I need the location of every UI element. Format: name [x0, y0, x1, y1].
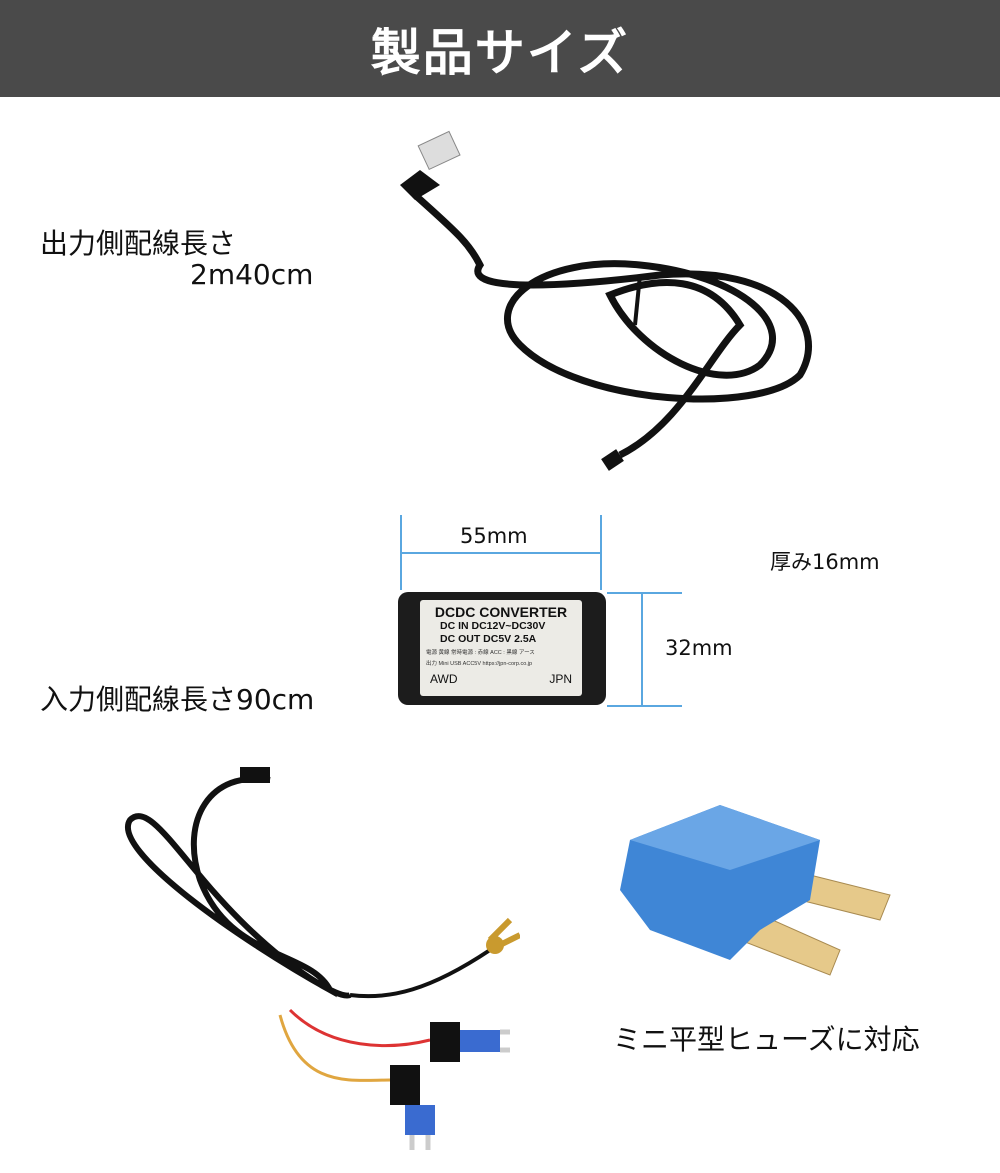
jpn-logo: JPN [549, 672, 572, 686]
converter-image: DCDC CONVERTER DC IN DC12V~DC30V DC OUT … [398, 592, 606, 705]
input-cable-image [125, 767, 520, 1150]
page-title: 製品サイズ [370, 23, 630, 82]
height-dimension-line [641, 592, 643, 705]
plate-dc-in: DC IN DC12V~DC30V [440, 620, 546, 632]
mini-fuse-image [620, 805, 891, 976]
output-cable-image [400, 130, 812, 471]
plate-dc-out: DC OUT DC5V 2.5A [440, 633, 537, 645]
height-label: 32mm [665, 636, 733, 660]
output-cable-label: 出力側配線長さ [40, 227, 237, 260]
header-banner: 製品サイズ [0, 0, 1000, 97]
fuse-label: ミニ平型ヒューズに対応 [613, 1023, 920, 1056]
width-label: 55mm [460, 524, 528, 548]
input-cable-label: 入力側配線長さ90cm [40, 683, 315, 716]
awd-logo: AWD [430, 672, 458, 686]
output-cable-length: 2m40cm [190, 258, 314, 291]
plate-title: DCDC CONVERTER [434, 604, 568, 620]
thickness-label: 厚み16mm [770, 550, 880, 574]
width-dimension-right [600, 515, 602, 590]
height-dimension-bottom [607, 705, 682, 707]
width-dimension-line [400, 552, 600, 554]
height-dimension-top [607, 592, 682, 594]
converter-label-plate: DCDC CONVERTER DC IN DC12V~DC30V DC OUT … [420, 600, 582, 696]
plate-output-info: 出力 Mini USB ACC5V https://jpn-corp.co.jp [426, 661, 533, 667]
plate-wiring-info: 電源 黄線 常時電源 : 赤線 ACC : 黒線 アース [426, 650, 535, 656]
